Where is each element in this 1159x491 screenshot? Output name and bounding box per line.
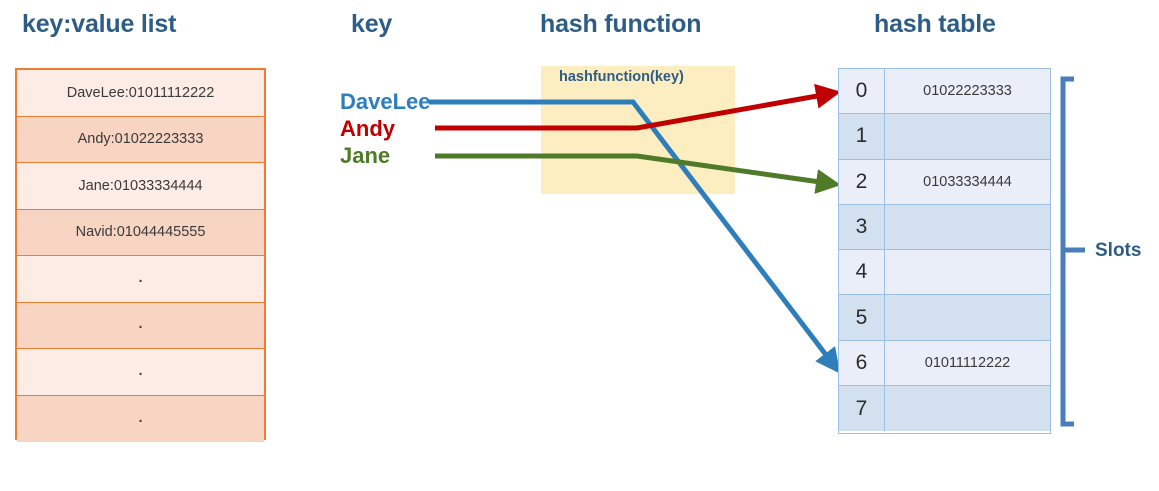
slot-value (885, 295, 1050, 339)
list-item: Andy:01022223333 (17, 116, 264, 163)
table-row: 1 (839, 114, 1050, 160)
table-row: 0 01022223333 (839, 69, 1050, 115)
slot-value (885, 250, 1050, 294)
slot-value (885, 205, 1050, 249)
list-item: Jane:01033334444 (17, 163, 264, 210)
list-item: . (17, 302, 264, 349)
slots-bracket-label: Slots (1095, 240, 1142, 261)
slot-index: 2 (839, 159, 885, 204)
slot-value (885, 386, 1050, 431)
slot-index: 6 (839, 340, 885, 386)
slot-index: 0 (839, 69, 885, 114)
slot-index: 5 (839, 295, 885, 340)
slot-value: 01011112222 (924, 354, 1011, 371)
table-row: 6 01011112222 (839, 340, 1050, 387)
key-label-jane: Jane (340, 143, 391, 168)
slot-value (885, 114, 1050, 158)
slot-index: 3 (839, 204, 885, 250)
slot-value: 01022223333 (923, 83, 1012, 100)
slots-bracket-top (1060, 76, 1074, 250)
key-label-andy: Andy (340, 116, 395, 141)
table-row: 4 (839, 250, 1050, 296)
slots-bracket-bottom (1060, 250, 1074, 427)
key-value-list: DaveLee:01011112222 Andy:01022223333 Jan… (15, 68, 266, 442)
heading-hash-table: hash table (874, 10, 996, 38)
heading-key: key (351, 10, 393, 38)
table-row: 7 (839, 386, 1050, 432)
hash-function-box (541, 66, 735, 194)
table-row: 3 (839, 204, 1050, 251)
list-item: . (17, 395, 264, 442)
list-item: . (17, 349, 264, 396)
slot-index: 1 (839, 114, 885, 159)
slot-value: 01033334444 (923, 173, 1012, 190)
heading-key-value-list: key:value list (22, 10, 177, 38)
table-row: 5 (839, 295, 1050, 341)
list-item: DaveLee:01011112222 (17, 70, 264, 117)
hash-function-caption: hashfunction(key) (559, 69, 684, 85)
slot-index: 4 (839, 250, 885, 295)
key-label-davelee: DaveLee (340, 89, 431, 114)
heading-hash-function: hash function (540, 10, 702, 38)
slot-index: 7 (839, 386, 885, 432)
list-item: Navid:01044445555 (17, 209, 264, 256)
list-item: . (17, 256, 264, 303)
hash-table: 0 01022223333 1 2 01033334444 3 4 5 6 01… (838, 68, 1051, 434)
table-row: 2 01033334444 (839, 159, 1050, 205)
